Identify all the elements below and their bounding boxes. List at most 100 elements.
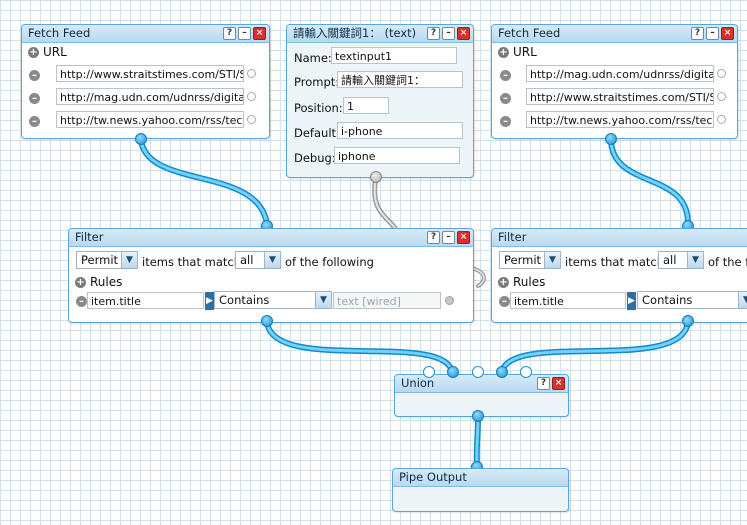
fetch1-output-port[interactable] [135, 133, 147, 145]
rule-field-input[interactable]: item.title [87, 292, 204, 309]
add-url-icon[interactable]: + [28, 46, 39, 58]
filter-module-1[interactable]: Filter ? – × Permit ▼ items that match a… [68, 228, 474, 323]
union-input-port[interactable] [496, 366, 508, 378]
rule-operator-select[interactable]: Contains ▼ [637, 291, 747, 309]
chevron-down-icon: ▼ [687, 252, 703, 268]
add-rule-icon[interactable]: + [75, 276, 86, 288]
minimize-button[interactable]: – [442, 231, 455, 244]
permit-value: Permit [81, 253, 119, 267]
url-field[interactable]: http://tw.news.yahoo.com/rss/tech [526, 111, 714, 128]
remove-url-icon[interactable]: – [29, 116, 40, 127]
wire-textinput-filter [372, 174, 398, 231]
filter-module-2[interactable]: Filter Permit ▼ items that match all ▼ o… [491, 228, 747, 323]
match-select[interactable]: all ▼ [235, 251, 281, 269]
default-label: Default: [294, 126, 340, 140]
union-input-port[interactable] [423, 366, 435, 378]
rules-label: Rules [513, 275, 546, 289]
pipe-output-module[interactable]: Pipe Output [392, 468, 569, 512]
following-label: of the following [285, 255, 374, 269]
rule-operator-select[interactable]: Contains ▼ [214, 291, 332, 309]
text-input-output-port[interactable] [370, 171, 382, 183]
wire-fetch1-filter1 [138, 136, 270, 228]
close-button[interactable]: × [721, 27, 734, 40]
filter1-output-port[interactable] [261, 315, 273, 327]
remove-url-icon[interactable]: – [500, 93, 511, 104]
fetch2-output-port[interactable] [605, 133, 617, 145]
union-input-port[interactable] [472, 366, 484, 378]
field-picker-icon[interactable]: ▶ [627, 292, 636, 310]
close-button[interactable]: × [457, 231, 470, 244]
name-field[interactable]: textinput1 [331, 47, 457, 64]
minimize-button[interactable]: – [238, 27, 251, 40]
url-field[interactable]: http://mag.udn.com/udnrss/digital_ [526, 65, 714, 82]
url-terminal[interactable] [717, 115, 726, 124]
union-module[interactable]: Union ? × [394, 374, 569, 417]
url-field[interactable]: http://www.straitstimes.com/STI/ST [56, 65, 244, 82]
remove-url-icon[interactable]: – [500, 116, 511, 127]
remove-rule-icon[interactable]: – [76, 296, 87, 307]
fetch-feed-module-1[interactable]: Fetch Feed ? – × + URL – http://www.stra… [21, 24, 270, 139]
union-titlebar[interactable]: Union ? × [395, 375, 568, 393]
url-field[interactable]: http://www.straitstimes.com/STI/ST [526, 88, 714, 105]
position-field[interactable]: 1 [343, 97, 389, 114]
minimize-button[interactable]: – [442, 27, 455, 40]
help-button[interactable]: ? [537, 377, 550, 390]
debug-field[interactable]: iphone [334, 147, 460, 164]
url-terminal[interactable] [247, 115, 256, 124]
pipe-output-titlebar[interactable]: Pipe Output [393, 469, 568, 487]
text-input-module[interactable]: 請輸入關鍵詞1： (text) ? – × Name: textinput1 P… [286, 24, 474, 178]
module-title: Fetch Feed [498, 26, 561, 40]
module-title: Union [401, 376, 435, 390]
field-picker-icon[interactable]: ▶ [205, 292, 214, 310]
module-title: Fetch Feed [28, 26, 91, 40]
rule-field-input[interactable]: item.title [510, 292, 626, 309]
close-button[interactable]: × [253, 27, 266, 40]
default-field[interactable]: i-phone [337, 122, 463, 139]
close-button[interactable]: × [457, 27, 470, 40]
union-output-port[interactable] [472, 410, 484, 422]
filter-titlebar[interactable]: Filter ? – × [69, 229, 473, 247]
fetch-feed-titlebar[interactable]: Fetch Feed ? – × [22, 25, 269, 43]
rule-value-input[interactable]: text [wired] [333, 292, 441, 309]
remove-url-icon[interactable]: – [500, 70, 511, 81]
filter2-output-port[interactable] [682, 315, 694, 327]
module-title: Filter [75, 230, 104, 244]
debug-label: Debug: [294, 151, 336, 165]
url-terminal[interactable] [247, 69, 256, 78]
remove-rule-icon[interactable]: – [499, 296, 510, 307]
prompt-field[interactable]: 請輸入關鍵詞1： [337, 71, 463, 88]
help-button[interactable]: ? [691, 27, 704, 40]
help-button[interactable]: ? [223, 27, 236, 40]
url-terminal[interactable] [717, 92, 726, 101]
chevron-down-icon: ▼ [315, 292, 331, 308]
text-input-titlebar[interactable]: 請輸入關鍵詞1： (text) ? – × [287, 25, 473, 43]
filter-titlebar[interactable]: Filter [492, 229, 747, 247]
add-rule-icon[interactable]: + [498, 276, 509, 288]
permit-select[interactable]: Permit ▼ [76, 251, 138, 269]
name-label: Name: [294, 51, 332, 65]
rule-value-terminal[interactable] [445, 296, 454, 305]
match-select[interactable]: all ▼ [658, 251, 704, 269]
module-title: Pipe Output [399, 470, 467, 484]
operator-value: Contains [219, 293, 270, 307]
remove-url-icon[interactable]: – [29, 93, 40, 104]
close-button[interactable]: × [552, 377, 565, 390]
help-button[interactable]: ? [427, 27, 440, 40]
permit-value: Permit [504, 253, 542, 267]
help-button[interactable]: ? [427, 231, 440, 244]
fetch-feed-titlebar[interactable]: Fetch Feed ? – × [492, 25, 737, 43]
module-title: 請輸入關鍵詞1： (text) [293, 26, 417, 40]
union-input-port[interactable] [520, 366, 532, 378]
union-input-port[interactable] [447, 366, 459, 378]
minimize-button[interactable]: – [706, 27, 719, 40]
add-url-icon[interactable]: + [498, 46, 509, 58]
url-terminal[interactable] [247, 92, 256, 101]
fetch-feed-module-2[interactable]: Fetch Feed ? – × + URL – http://mag.udn.… [491, 24, 738, 139]
url-field[interactable]: http://mag.udn.com/udnrss/digital_ [56, 88, 244, 105]
match-value: all [663, 253, 677, 267]
url-field[interactable]: http://tw.news.yahoo.com/rss/tech [56, 111, 244, 128]
url-terminal[interactable] [717, 69, 726, 78]
permit-select[interactable]: Permit ▼ [499, 251, 561, 269]
match-value: all [240, 253, 254, 267]
remove-url-icon[interactable]: – [29, 70, 40, 81]
